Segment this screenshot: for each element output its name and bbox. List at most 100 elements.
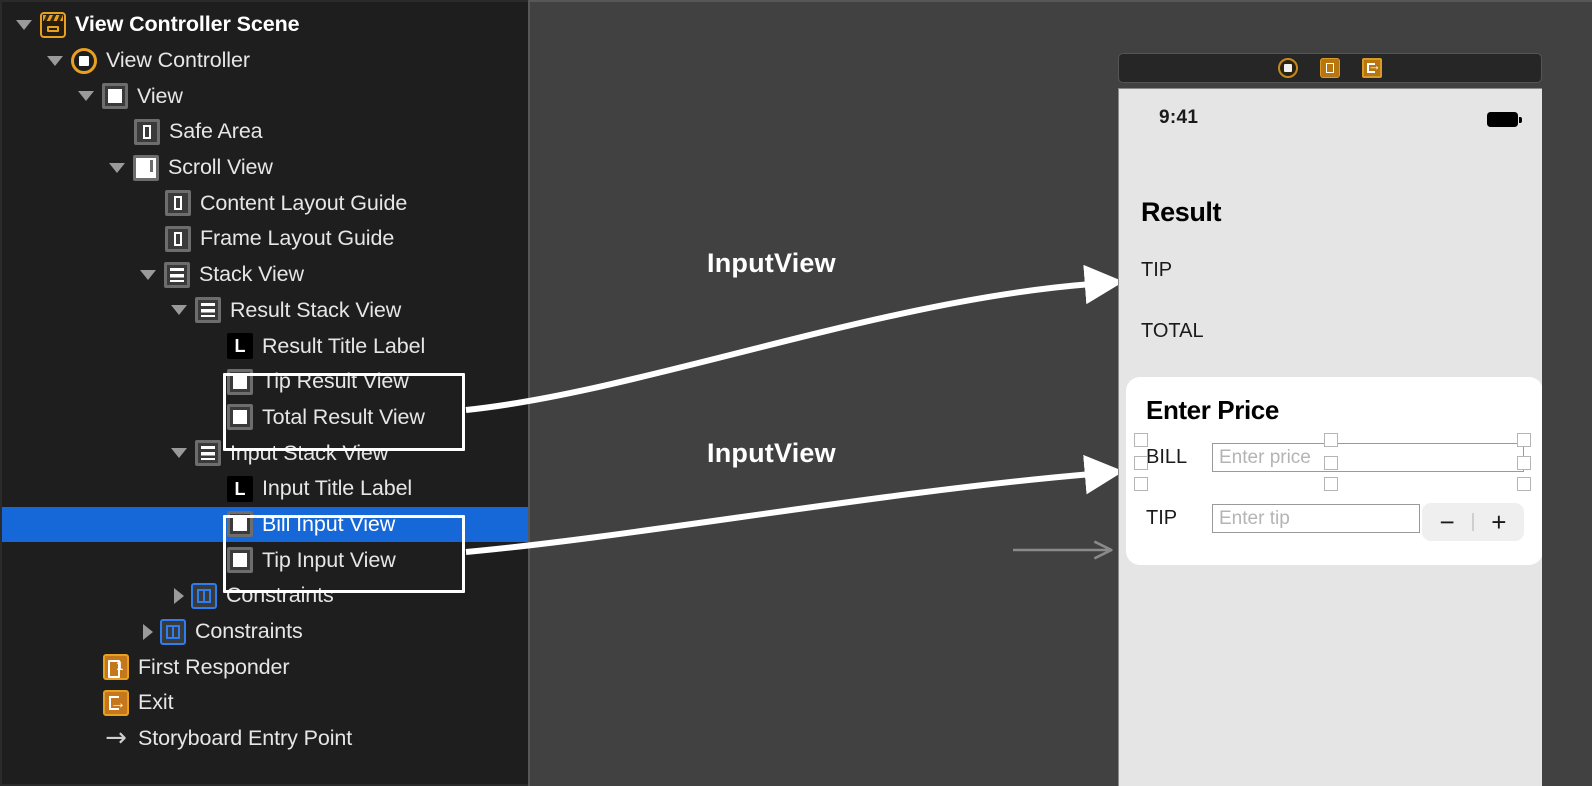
outline-row-label: Input Stack View [230, 440, 389, 465]
view-icon [227, 547, 253, 574]
chevron-down-icon[interactable] [47, 55, 63, 66]
chevron-right-icon[interactable] [174, 587, 184, 604]
resize-handle[interactable] [1134, 433, 1148, 447]
indent-spacer [2, 738, 78, 739]
annotation-inputview-input: InputView [707, 438, 836, 468]
outline-row-label: Bill Input View [262, 511, 396, 536]
outline-row-total-result-view[interactable]: Total Result View [2, 400, 528, 436]
outline-row-input-title-label[interactable]: L Input Title Label [2, 471, 528, 507]
status-bar: 9:41 [1119, 107, 1542, 139]
iphone-scene-preview[interactable]: 9:41 Result TIP TOTAL Enter Price BILL E… [1118, 88, 1542, 786]
stepper-minus-button[interactable]: − [1439, 506, 1455, 537]
outline-row-content-layout-guide[interactable]: Content Layout Guide [2, 185, 528, 221]
indent-spacer [2, 274, 140, 275]
chevron-right-icon[interactable] [143, 623, 153, 640]
outline-row-constraints[interactable]: Constraints [2, 614, 528, 650]
chevron-down-icon[interactable] [140, 269, 156, 280]
bill-placeholder: Enter price [1219, 446, 1311, 468]
input-title-label: Enter Price [1146, 395, 1279, 425]
resize-handle[interactable] [1134, 456, 1148, 470]
total-result-view-label: TOTAL [1141, 320, 1204, 342]
outline-row-label: Total Result View [262, 404, 425, 429]
tip-stepper[interactable]: − + [1422, 503, 1524, 541]
outline-row-label: Result Stack View [230, 297, 402, 322]
outline-row-label: View Controller [106, 48, 250, 73]
outline-row-view-controller-scene[interactable]: View Controller Scene [2, 7, 528, 43]
label-icon: L [227, 475, 253, 502]
bill-text-field[interactable]: Enter price [1212, 443, 1524, 472]
bill-row-label: BILL [1146, 446, 1188, 468]
chevron-down-icon[interactable] [78, 91, 94, 102]
resize-handle[interactable] [1324, 477, 1338, 491]
indent-spacer [2, 488, 202, 489]
scroll-view-icon [133, 154, 159, 181]
exit-icon [103, 689, 129, 717]
stack-view-icon [195, 440, 221, 467]
chevron-down-icon[interactable] [16, 19, 32, 30]
chevron-down-icon[interactable] [171, 448, 187, 459]
twisty-spacer [109, 127, 126, 137]
outline-row-stack-view[interactable]: Stack View [2, 257, 528, 293]
constraints-icon [160, 618, 186, 645]
outline-row-view[interactable]: View [2, 78, 528, 114]
indent-spacer [2, 595, 171, 596]
resize-handle[interactable] [1324, 433, 1338, 447]
outline-row-exit[interactable]: Exit [2, 685, 528, 721]
first-responder-icon[interactable] [1320, 58, 1340, 78]
outline-row-tip-input-view[interactable]: Tip Input View [2, 542, 528, 578]
constraints-icon [191, 582, 217, 609]
indent-spacer [2, 24, 16, 25]
outline-row-input-stack-view[interactable]: Input Stack View [2, 435, 528, 471]
outline-row-label: Tip Input View [262, 547, 396, 572]
outline-row-view-controller[interactable]: View Controller [2, 43, 528, 79]
chevron-down-icon[interactable] [171, 305, 187, 316]
outline-row-constraints[interactable]: Constraints [2, 578, 528, 614]
stack-view-icon [164, 261, 190, 288]
twisty-spacer [140, 234, 157, 244]
resize-handle[interactable] [1517, 477, 1531, 491]
outline-row-label: Scroll View [168, 155, 273, 180]
twisty-spacer [202, 412, 219, 422]
twisty-spacer [78, 734, 95, 744]
tip-input-view[interactable]: TIP Enter tip [1146, 504, 1420, 533]
bill-input-view[interactable]: BILL Enter price [1146, 443, 1524, 472]
outline-row-first-responder[interactable]: First Responder [2, 649, 528, 685]
indent-spacer [2, 381, 202, 382]
outline-row-scroll-view[interactable]: Scroll View [2, 150, 528, 186]
stepper-plus-button[interactable]: + [1491, 506, 1507, 537]
outline-row-label: First Responder [138, 654, 290, 679]
resize-handle[interactable] [1134, 477, 1148, 491]
chevron-down-icon[interactable] [109, 162, 125, 173]
outline-row-label: Safe Area [169, 119, 263, 144]
indent-spacer [2, 631, 140, 632]
twisty-spacer [202, 484, 219, 494]
outline-row-tip-result-view[interactable]: Tip Result View [2, 364, 528, 400]
scene-icon [40, 11, 66, 38]
indent-spacer [2, 667, 78, 668]
outline-row-bill-input-view[interactable]: Bill Input View [2, 506, 528, 543]
indent-spacer [2, 131, 109, 132]
view-icon [227, 368, 253, 395]
stack-view-icon [195, 297, 221, 324]
outline-row-frame-layout-guide[interactable]: Frame Layout Guide [2, 221, 528, 257]
outline-row-result-stack-view[interactable]: Result Stack View [2, 293, 528, 329]
exit-icon[interactable] [1362, 56, 1382, 78]
resize-handle[interactable] [1517, 433, 1531, 447]
resize-handle[interactable] [1517, 456, 1531, 470]
view-controller-icon[interactable] [1278, 58, 1298, 78]
entry-point-arrow-icon: → [105, 722, 127, 753]
outline-row-storyboard-entry-point[interactable]: →Storyboard Entry Point [2, 721, 528, 757]
outline-row-label: Input Title Label [262, 476, 413, 501]
resize-handle[interactable] [1324, 456, 1338, 470]
indent-spacer [2, 702, 78, 703]
indent-spacer [2, 310, 171, 311]
outline-row-safe-area[interactable]: Safe Area [2, 114, 528, 150]
indent-spacer [2, 346, 202, 347]
tip-text-field[interactable]: Enter tip [1212, 504, 1420, 533]
indent-spacer [2, 524, 202, 525]
layout-guide-icon [134, 118, 160, 145]
scene-dock-toolbar[interactable] [1118, 53, 1542, 83]
